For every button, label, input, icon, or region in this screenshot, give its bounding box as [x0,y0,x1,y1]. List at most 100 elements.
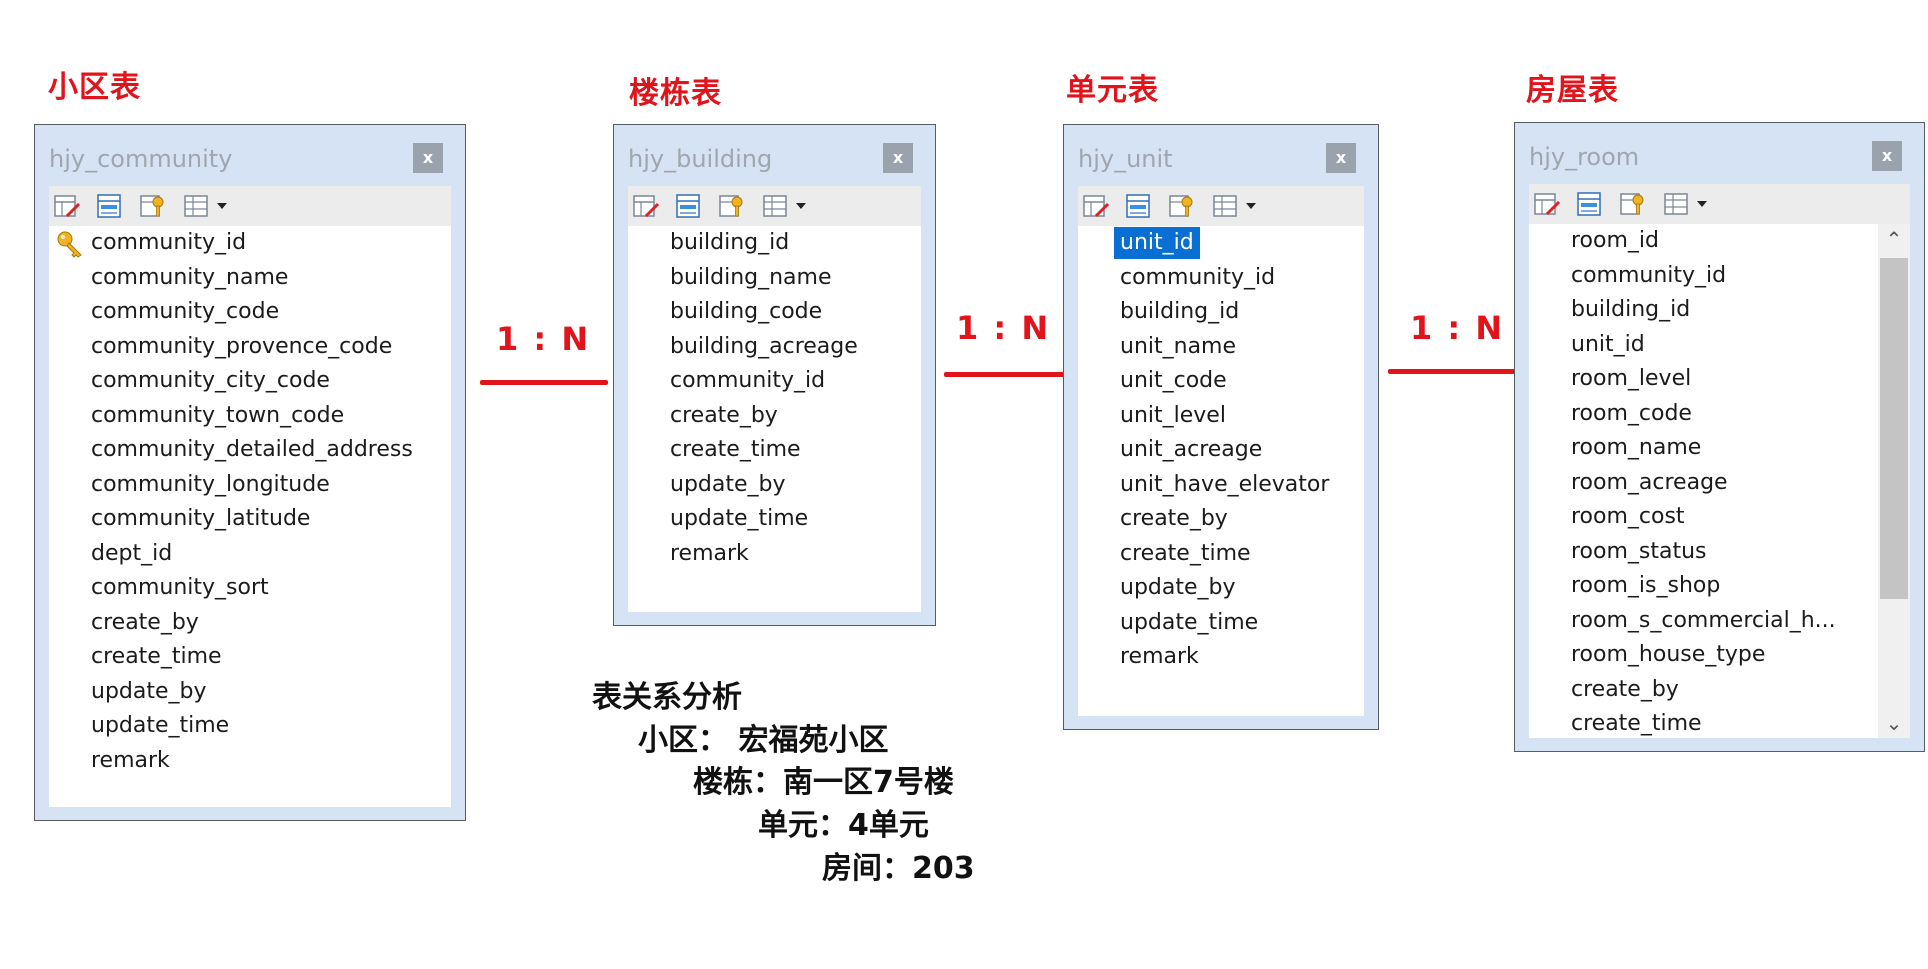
analysis-heading: 表关系分析 [592,680,742,715]
field-item[interactable]: community_id [91,230,247,255]
field-item[interactable]: room_s_commercial_h... [1571,607,1836,633]
form-view-icon[interactable] [1124,192,1152,220]
field-item[interactable]: building_id [670,230,790,255]
field-item[interactable]: remark [670,540,749,566]
keys-icon[interactable] [1619,190,1647,218]
chevron-down-icon[interactable] [1244,198,1258,212]
field-item[interactable]: update_time [91,713,230,738]
field-item[interactable]: room_is_shop [1571,573,1721,598]
field-item[interactable]: unit_have_elevator [1120,471,1330,497]
field-item[interactable]: community_id [670,368,826,393]
field-item[interactable]: room_status [1571,538,1707,564]
table-name: hjy_unit [1078,145,1173,173]
field-item[interactable]: community_city_code [91,368,330,393]
field-item[interactable]: community_latitude [91,506,311,531]
panel-toolbar [1078,186,1364,226]
field-item[interactable]: unit_acreage [1120,437,1263,462]
table-name: hjy_room [1529,143,1640,171]
field-item[interactable]: building_code [670,299,823,324]
field-item[interactable]: community_code [91,299,280,324]
field-item[interactable]: create_time [670,437,801,462]
field-item[interactable]: unit_id [1114,227,1200,259]
panel-toolbar [1529,184,1910,224]
field-item[interactable]: community_town_code [91,402,345,428]
field-item[interactable]: building_id [1120,299,1240,324]
field-item[interactable]: community_id [1571,262,1727,288]
unit-table-title: 单元表 [1066,73,1159,108]
close-button[interactable]: x [1326,143,1356,173]
field-item[interactable]: create_by [1120,506,1228,531]
chevron-down-icon[interactable] [215,198,229,212]
field-item[interactable]: create_by [670,402,778,428]
vertical-scrollbar[interactable]: ⌃⌄ [1878,224,1910,738]
field-item[interactable]: community_sort [91,575,269,600]
relation-label-unit-room: 1 : N [1410,309,1505,347]
field-item[interactable]: update_by [91,678,207,704]
field-item[interactable]: create_by [1571,676,1679,702]
scroll-down-icon[interactable]: ⌄ [1885,711,1903,735]
field-item[interactable]: create_time [1571,711,1702,736]
field-item[interactable]: community_id [1120,264,1276,290]
field-item[interactable]: unit_level [1120,402,1226,428]
field-item[interactable]: community_longitude [91,471,330,497]
field-item[interactable]: update_by [1120,575,1236,600]
field-item[interactable]: building_name [670,264,832,290]
table-design-icon[interactable] [1533,190,1561,218]
table-design-icon[interactable] [1082,192,1110,220]
table-name: hjy_building [628,145,773,173]
grid-view-icon[interactable] [762,192,790,220]
field-item[interactable]: unit_id [1571,331,1645,357]
close-button[interactable]: x [413,143,443,173]
keys-icon[interactable] [139,192,167,220]
field-item[interactable]: update_time [670,506,809,531]
field-item[interactable]: community_detailed_address [91,437,413,462]
field-item[interactable]: room_house_type [1571,642,1766,667]
close-button[interactable]: x [883,143,913,173]
field-item[interactable]: room_name [1571,435,1702,460]
form-view-icon[interactable] [95,192,123,220]
field-item[interactable]: room_id [1571,228,1659,253]
keys-icon[interactable] [1168,192,1196,220]
grid-view-icon[interactable] [1663,190,1691,218]
close-button[interactable]: x [1872,141,1902,171]
keys-icon[interactable] [718,192,746,220]
field-item[interactable]: room_acreage [1571,469,1728,495]
scrollbar-thumb[interactable] [1880,258,1908,599]
field-item[interactable]: room_cost [1571,504,1685,529]
form-view-icon[interactable] [674,192,702,220]
room-table-title: 房屋表 [1526,73,1619,108]
field-item[interactable]: building_acreage [670,333,858,359]
analysis-unit: 单元：4单元 [758,808,929,843]
field-item[interactable]: create_time [91,644,222,669]
grid-view-icon[interactable] [1212,192,1240,220]
field-item[interactable]: unit_code [1120,368,1227,393]
table-design-icon[interactable] [632,192,660,220]
chevron-down-icon[interactable] [794,198,808,212]
form-view-icon[interactable] [1575,190,1603,218]
field-item[interactable]: unit_name [1120,333,1237,359]
chevron-down-icon[interactable] [1695,196,1709,210]
primary-key-icon [55,228,85,258]
field-item[interactable]: dept_id [91,540,173,566]
table-panel-room: hjy_room x room_id community_id building_i… [1514,122,1925,752]
scroll-up-icon[interactable]: ⌃ [1885,227,1903,251]
field-item[interactable]: update_time [1120,609,1259,635]
field-item[interactable]: create_time [1120,540,1251,566]
field-item[interactable]: create_by [91,609,199,635]
table-design-icon[interactable] [53,192,81,220]
analysis-community: 小区： 宏福苑小区 [638,723,889,758]
field-item[interactable]: room_level [1571,366,1692,391]
field-item[interactable]: community_name [91,264,289,290]
field-item[interactable]: remark [91,747,170,773]
field-item[interactable]: building_id [1571,297,1691,322]
grid-view-icon[interactable] [183,192,211,220]
field-item[interactable]: update_by [670,471,786,497]
field-item[interactable]: remark [1120,644,1199,669]
field-item[interactable]: room_code [1571,400,1692,426]
field-item[interactable]: community_provence_code [91,333,393,359]
